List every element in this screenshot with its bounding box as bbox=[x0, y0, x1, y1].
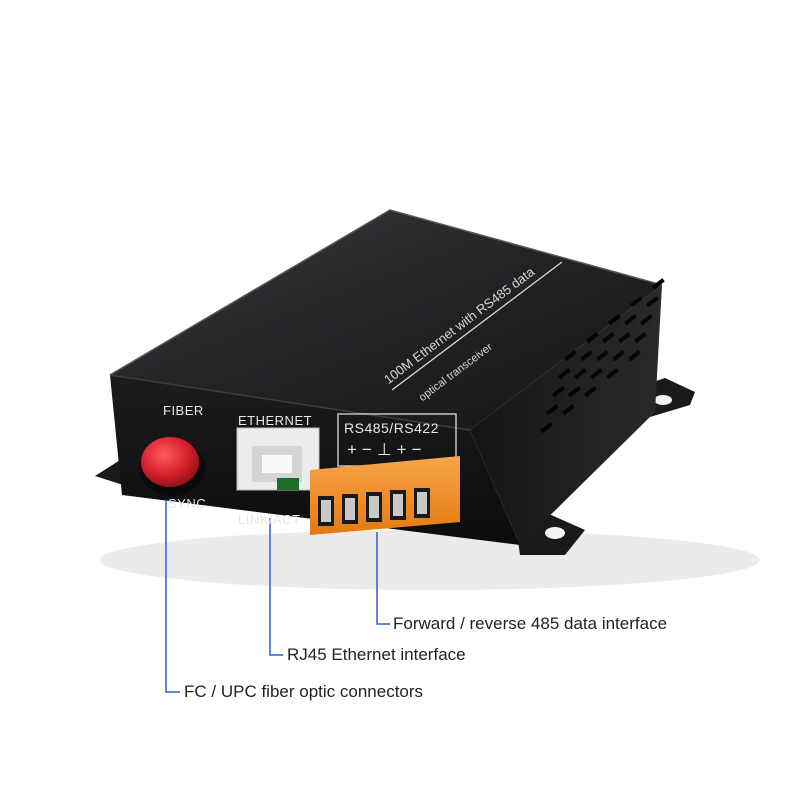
floor-shadow bbox=[100, 530, 760, 590]
chassis-edge-highlight bbox=[109, 209, 663, 376]
vent-slot bbox=[596, 350, 609, 362]
vent-slot bbox=[564, 350, 577, 362]
terminal-screw bbox=[369, 496, 379, 518]
vent-slot bbox=[617, 332, 631, 344]
sync-label: SYNC bbox=[168, 496, 207, 511]
vent-slot bbox=[601, 332, 615, 344]
vent-slot bbox=[586, 332, 599, 344]
vent-slot bbox=[545, 404, 559, 416]
vent-slot bbox=[552, 386, 565, 398]
vent-slot bbox=[651, 278, 665, 290]
terminal-screw bbox=[393, 494, 403, 516]
chassis-side bbox=[470, 285, 662, 545]
ventilation-slots bbox=[540, 278, 665, 434]
vent-slot bbox=[574, 368, 587, 380]
vent-slot bbox=[639, 314, 653, 326]
fiber-label: FIBER bbox=[163, 403, 204, 418]
mounting-hole bbox=[654, 395, 672, 405]
link-act-label: LINK/ACT bbox=[238, 512, 301, 527]
terminal-screw bbox=[417, 492, 427, 514]
top-print-divider bbox=[391, 261, 563, 391]
vent-slot bbox=[605, 368, 619, 380]
callout-fiber-connectors: FC / UPC fiber optic connectors bbox=[184, 682, 424, 701]
chassis-top bbox=[110, 210, 662, 430]
vent-slot bbox=[584, 386, 597, 398]
rj45-led-board bbox=[277, 478, 299, 490]
vent-slot bbox=[634, 332, 647, 344]
vent-slot bbox=[580, 350, 593, 362]
callout-line-fiber bbox=[165, 500, 180, 693]
vent-slot bbox=[611, 350, 625, 362]
vent-slot bbox=[558, 368, 571, 380]
terminal-screws bbox=[318, 488, 430, 526]
terminal-polarity-label: +−⊥+− bbox=[347, 440, 427, 459]
mounting-hole bbox=[545, 527, 565, 539]
front-edge-highlight bbox=[109, 374, 471, 431]
vent-slot bbox=[608, 314, 621, 326]
vent-slot bbox=[590, 368, 603, 380]
vent-slot bbox=[540, 422, 553, 434]
vent-slot bbox=[624, 314, 637, 326]
callout-line-rs485 bbox=[376, 532, 390, 625]
vent-slot bbox=[562, 404, 575, 416]
rs485-label: RS485/RS422 bbox=[344, 420, 440, 436]
callout-lines bbox=[165, 500, 390, 693]
callout-rj45-interface: RJ45 Ethernet interface bbox=[287, 645, 466, 664]
callout-rs485-interface: Forward / reverse 485 data interface bbox=[393, 614, 668, 633]
terminal-screw bbox=[345, 498, 355, 520]
vent-slot bbox=[646, 296, 659, 308]
ethernet-label: ETHERNET bbox=[238, 413, 313, 428]
terminal-screw bbox=[321, 500, 331, 522]
rj45-latch bbox=[262, 455, 292, 473]
callout-line-rj45 bbox=[269, 518, 283, 656]
d2-label: D2 bbox=[428, 540, 446, 555]
vent-slot bbox=[568, 386, 581, 398]
vent-slot bbox=[627, 350, 641, 362]
fiber-connector-cap bbox=[141, 437, 199, 487]
vent-slot bbox=[629, 296, 643, 308]
